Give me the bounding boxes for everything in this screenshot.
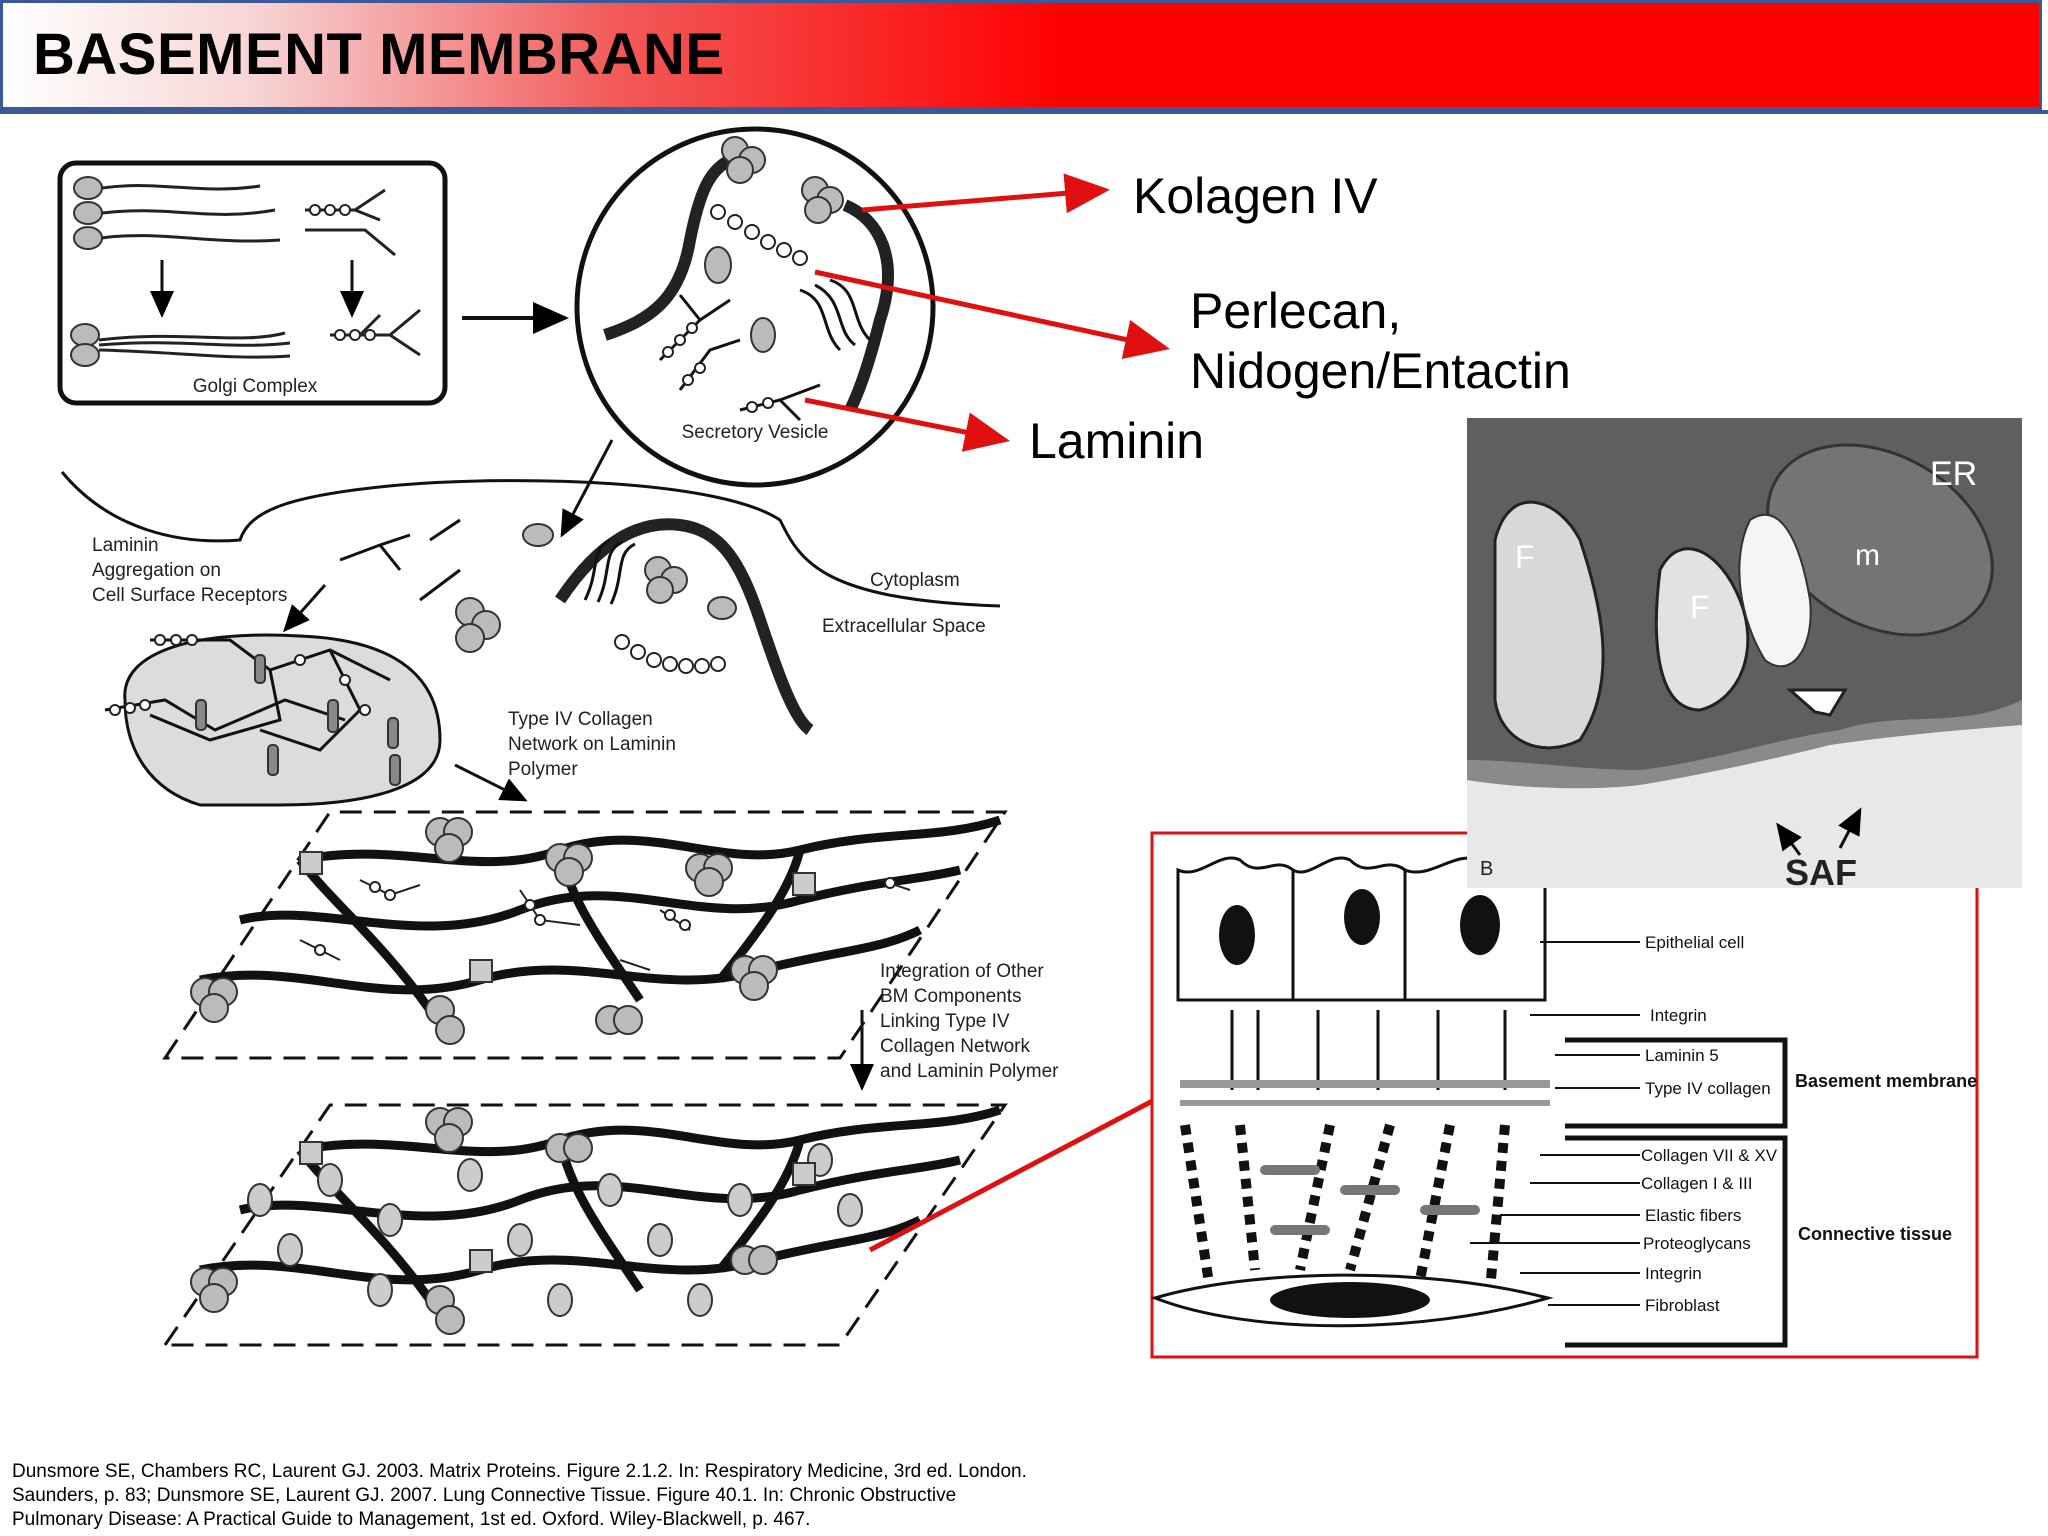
micrograph-saf: SAF (1785, 852, 1857, 893)
page-title: BASEMENT MEMBRANE (33, 22, 725, 87)
electron-micrograph: ER m F F SAF B (1467, 418, 2022, 893)
micrograph-er: ER (1930, 455, 1977, 493)
micrograph-m: m (1855, 539, 1880, 572)
integration-label-2: BM Components (880, 986, 1022, 1007)
integration-label-3: Linking Type IV (880, 1011, 1010, 1032)
vesicle-label: Secretory Vesicle (682, 422, 829, 443)
label-fibroblast: Fibroblast (1645, 1296, 1720, 1315)
type4-label-2: Network on Laminin (508, 734, 676, 755)
callout-kolagen: Kolagen IV (1133, 168, 1378, 224)
secretory-vesicle-panel: Secretory Vesicle (574, 126, 936, 488)
type4-label-1: Type IV Collagen (508, 709, 653, 730)
label-integrin-top: Integrin (1650, 1006, 1707, 1025)
callout-laminin: Laminin (1029, 413, 1205, 469)
golgi-complex-panel: Golgi Complex (57, 160, 448, 406)
aggregation-label-2: Aggregation on (92, 560, 221, 581)
integration-label-4: Collagen Network (880, 1036, 1030, 1057)
integration-label-1: Integration of Other (880, 961, 1044, 982)
label-laminin5: Laminin 5 (1645, 1046, 1719, 1065)
type4-label-3: Polymer (508, 759, 578, 780)
title-bar: BASEMENT MEMBRANE (0, 0, 2042, 110)
cell-surface-panel: Laminin Aggregation on Cell Surface Rece… (60, 471, 1001, 735)
label-epithelial: Epithelial cell (1645, 933, 1744, 952)
integration-label-5: and Laminin Polymer (880, 1061, 1059, 1082)
integrated-network-sheet (162, 1103, 1008, 1347)
callout-perlecan-1: Perlecan, (1190, 283, 1402, 339)
golgi-label: Golgi Complex (193, 376, 318, 397)
micrograph-f1: F (1515, 539, 1535, 575)
citation-line-1: Dunsmore SE, Chambers RC, Laurent GJ. 20… (12, 1461, 1027, 1482)
citation-line-3: Pulmonary Disease: A Practical Guide to … (12, 1509, 811, 1530)
aggregation-label-1: Laminin (92, 535, 159, 556)
group-connective: Connective tissue (1798, 1224, 1952, 1244)
label-type4-collagen: Type IV collagen (1645, 1079, 1771, 1098)
collagen-network-sheet (162, 810, 1008, 1060)
extracellular-label: Extracellular Space (822, 616, 986, 637)
label-collagen-7-15: Collagen VII & XV (1641, 1146, 1778, 1165)
label-integrin-bottom: Integrin (1645, 1264, 1702, 1283)
micrograph-panel-letter: B (1480, 858, 1493, 880)
micrograph-f2: F (1690, 589, 1710, 625)
tissue-schematic: Basement membrane Connective tissue Epit… (1150, 831, 1979, 1359)
callout-perlecan-2: Nidogen/Entactin (1190, 343, 1571, 399)
label-collagen-1-3: Collagen I & III (1641, 1174, 1753, 1193)
cytoplasm-label: Cytoplasm (870, 570, 960, 591)
citation-line-2: Saunders, p. 83; Dunsmore SE, Laurent GJ… (12, 1485, 957, 1506)
citation: Dunsmore SE, Chambers RC, Laurent GJ. 20… (12, 1460, 1112, 1532)
label-proteoglycans: Proteoglycans (1643, 1234, 1751, 1253)
title-underline (0, 110, 2048, 114)
laminin-aggregation (104, 633, 442, 807)
label-elastic-fibers: Elastic fibers (1645, 1206, 1741, 1225)
group-basement: Basement membrane (1795, 1071, 1977, 1091)
aggregation-label-3: Cell Surface Receptors (92, 585, 287, 606)
